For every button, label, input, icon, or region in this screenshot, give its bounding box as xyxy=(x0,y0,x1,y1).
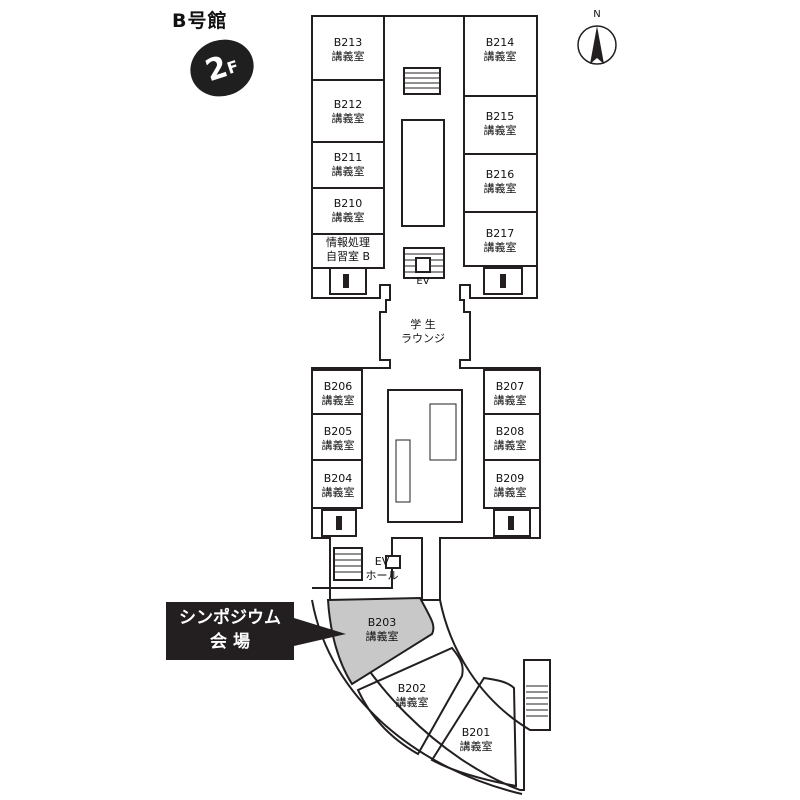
ev-hall-elevator xyxy=(385,555,401,569)
symposium-venue-callout: シンポジウム 会 場 xyxy=(166,602,294,660)
venue-line2: 会 場 xyxy=(210,632,250,652)
room-b209 xyxy=(483,459,541,509)
stairs-north xyxy=(403,67,441,95)
study-room: 情報処理自習室 B xyxy=(325,236,371,263)
room-b217 xyxy=(463,211,538,267)
north-wing-wall xyxy=(311,15,541,601)
room-b201-area xyxy=(430,676,518,788)
room-b204 xyxy=(311,459,363,509)
compass-icon xyxy=(577,25,617,65)
restroom-e xyxy=(493,509,531,537)
restroom-nw xyxy=(329,267,367,295)
core-stairs xyxy=(387,389,463,523)
stairs-evhall xyxy=(333,547,363,581)
stairs-ev xyxy=(403,247,445,279)
restroom-ne xyxy=(483,267,523,295)
atrium-void xyxy=(401,119,445,227)
restroom-icon xyxy=(336,516,342,530)
venue-line1: シンポジウム xyxy=(179,608,281,628)
elevator-label: EV xyxy=(416,276,430,287)
room-b202-area xyxy=(356,646,464,756)
room-b203-area xyxy=(326,596,435,686)
restroom-icon xyxy=(500,274,506,288)
compass-north-label: N xyxy=(593,9,601,20)
building-title: B号館 xyxy=(172,10,228,32)
restroom-icon xyxy=(343,274,349,288)
student-lounge: 学 生ラウンジ xyxy=(401,318,445,345)
elevator-box xyxy=(415,257,431,273)
restroom-w xyxy=(321,509,357,537)
restroom-icon xyxy=(508,516,514,530)
venue-arrow xyxy=(294,618,346,646)
